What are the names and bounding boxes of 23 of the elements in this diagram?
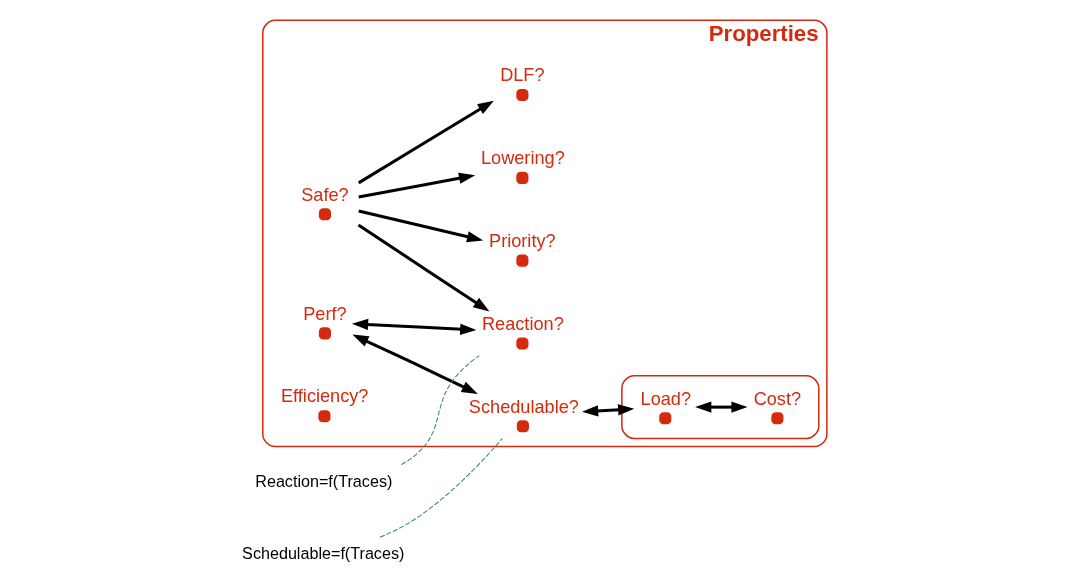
node-label: Lowering?	[480, 148, 565, 169]
arrow	[357, 100, 494, 185]
arrow	[357, 172, 475, 199]
connector	[400, 355, 480, 466]
node-label: Priority?	[488, 230, 556, 251]
arrow	[694, 401, 748, 413]
arrow	[351, 318, 476, 335]
node-label: Schedulable?	[468, 396, 579, 417]
node-label: Load?	[640, 388, 691, 409]
arrow	[581, 404, 634, 417]
node-text: Schedulable=f(Traces)	[241, 544, 404, 563]
arrow	[357, 223, 489, 312]
node-text: Reaction=f(Traces)	[254, 471, 392, 490]
node-label: Reaction?	[481, 313, 564, 334]
node-label: Cost?	[753, 388, 801, 409]
node-label: Perf?	[302, 303, 347, 324]
node-label: DLF?	[499, 65, 545, 86]
arrow	[357, 209, 483, 243]
arrow	[351, 334, 478, 394]
cluster	[620, 375, 820, 440]
node-label: Safe?	[300, 184, 349, 205]
connector	[379, 438, 503, 538]
node-label: Efficiency?	[280, 386, 368, 407]
